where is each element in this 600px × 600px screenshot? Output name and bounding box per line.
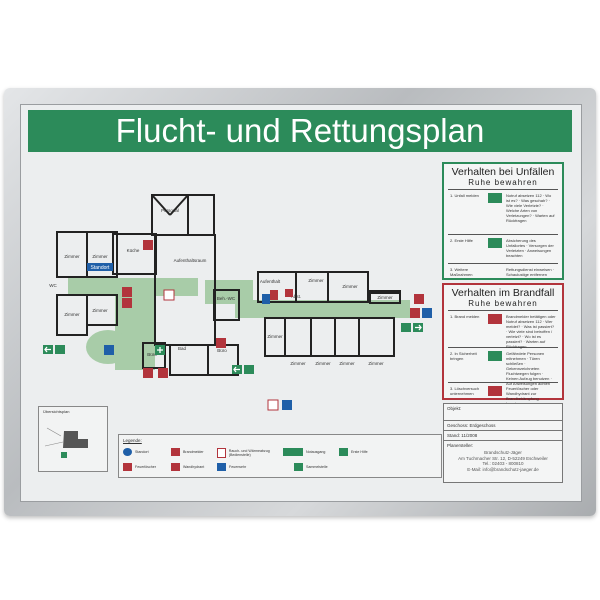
blue-symbols — [104, 294, 432, 410]
accident-instructions: Verhalten bei Unfällen Ruhe bewahren 1. … — [442, 162, 564, 280]
room-label: Zimmer — [315, 361, 331, 366]
room-label: Aufenthalt — [260, 279, 281, 284]
room-label: Personal — [161, 208, 179, 213]
legend-item: Sammelstelle — [294, 463, 328, 471]
room-label: Zimmer — [64, 312, 80, 317]
accident-title: Verhalten bei Unfällen — [451, 166, 555, 178]
extinguisher-icon — [488, 386, 502, 396]
standort-label: Standort — [91, 265, 111, 271]
room-label: Zimmer — [92, 308, 108, 313]
emergency-exit-icon — [283, 448, 303, 456]
overview-sketch — [44, 427, 88, 458]
plan-info: Objekt: Geschoss: Erdgeschoss Stand: 11/… — [443, 403, 563, 483]
room-label: Zimmer — [92, 254, 108, 259]
smoke-vent-symbol — [267, 399, 279, 411]
room-label: Zimmer — [339, 361, 355, 366]
assembly-point-icon — [294, 463, 303, 471]
room-label: Abst. — [291, 294, 301, 299]
fire-title: Verhalten im Brandfall — [451, 287, 555, 299]
fire-symbols — [122, 240, 424, 378]
fire-instructions: Verhalten im Brandfall Ruhe bewahren 1. … — [442, 283, 564, 406]
object-label: Objekt: — [444, 404, 562, 421]
legend-item: Notausgang — [283, 448, 325, 456]
legend-item: Erste Hilfe — [339, 448, 368, 456]
room-label: Zimmer — [267, 334, 283, 339]
first-aid-icon — [339, 448, 348, 456]
date-value: 11/2008 — [461, 433, 478, 438]
fire-extinguisher-icon — [123, 463, 132, 471]
legend-item: Feuerlöscher — [123, 463, 156, 471]
phone-icon — [488, 193, 502, 203]
fire-brigade-icon — [217, 463, 226, 471]
room-label: Zimmer — [308, 278, 324, 283]
walls — [56, 194, 401, 376]
first-aid-icon — [488, 238, 502, 248]
fire-alarm-icon — [171, 448, 180, 456]
fire-subtitle: Ruhe bewahren — [468, 299, 538, 308]
location-icon — [123, 448, 132, 456]
legend-item: Feuerwehr — [217, 463, 246, 471]
room-label: Zimmer — [64, 254, 80, 259]
plan-title: Flucht- und Rettungsplan — [28, 110, 572, 152]
legend-item: Wandhydrant — [171, 463, 204, 471]
legend-item: Brandmelder — [171, 448, 204, 456]
legend-item: Standort — [123, 448, 149, 456]
legend-title: Legende: — [123, 438, 142, 443]
overview-map: Übersichtsplan — [38, 406, 108, 472]
room-label: Zimmer — [377, 295, 393, 300]
overview-label: Übersichtsplan — [43, 409, 70, 414]
smoke-vent-icon — [217, 448, 226, 458]
room-label: Zimmer — [290, 361, 306, 366]
fire-alarm-icon — [488, 314, 502, 324]
legend: Legende: Standort Feuerlöscher Brandmeld… — [118, 434, 442, 478]
floor-value: Erdgeschoss — [469, 423, 496, 428]
standort-marker — [87, 263, 113, 271]
accident-subtitle: Ruhe bewahren — [468, 178, 538, 187]
exit-icon — [488, 351, 502, 361]
room-label: Zimmer — [342, 284, 358, 289]
legend-item: Rauch- und Wärmeabzug (Bedienstelle) — [217, 448, 277, 458]
room-label: Zimmer — [368, 361, 384, 366]
room-label: WC — [49, 283, 57, 288]
room-label: Küche — [127, 248, 140, 253]
room-label: Büro — [147, 352, 157, 357]
room-label: Büro — [217, 348, 227, 353]
room-label: Aufenthaltsraum — [174, 258, 207, 263]
room-label: Bad — [178, 346, 187, 351]
room-label: Beh.-WC — [217, 296, 236, 301]
hydrant-icon — [171, 463, 180, 471]
